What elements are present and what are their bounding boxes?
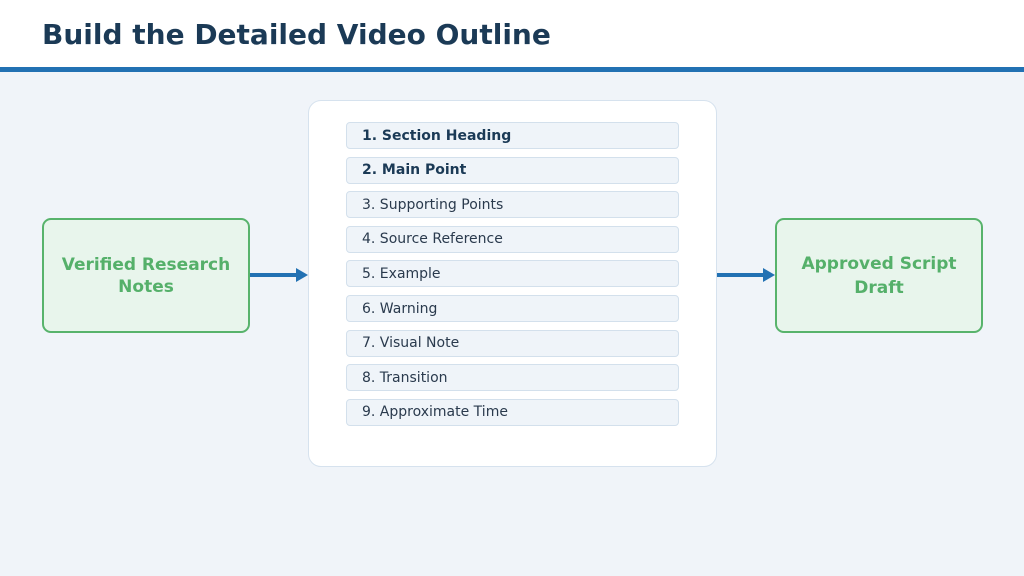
input-node-label: Verified Research Notes xyxy=(61,254,231,297)
arrow-input-to-outline xyxy=(250,268,308,282)
outline-step: 3. Supporting Points xyxy=(346,191,679,219)
output-node-label: Approved Script Draft xyxy=(801,253,957,298)
outline-panel: 1. Section Heading 2. Main Point 3. Suppor… xyxy=(308,100,717,467)
outline-step: 7. Visual Note xyxy=(346,329,679,357)
outline-step: 4. Source Reference xyxy=(346,225,679,253)
outline-step: 8. Transition xyxy=(346,364,679,392)
arrow-head-icon xyxy=(296,268,308,282)
output-node: Approved Script Draft xyxy=(775,218,983,333)
outline-step: 6. Warning xyxy=(346,295,679,322)
arrow-shaft xyxy=(250,273,298,277)
outline-step: 2. Main Point xyxy=(346,156,679,184)
arrow-outline-to-output xyxy=(717,268,775,282)
outline-step: 1. Section Heading xyxy=(346,122,679,149)
header-bar: Build the Detailed Video Outline xyxy=(0,0,1024,67)
outline-step: 9. Approximate Time xyxy=(346,398,679,426)
input-node: Verified Research Notes xyxy=(42,218,250,333)
arrow-shaft xyxy=(717,273,765,277)
header-divider xyxy=(0,67,1024,72)
page-title: Build the Detailed Video Outline xyxy=(42,18,551,51)
outline-step: 5. Example xyxy=(346,260,679,288)
arrow-head-icon xyxy=(763,268,775,282)
